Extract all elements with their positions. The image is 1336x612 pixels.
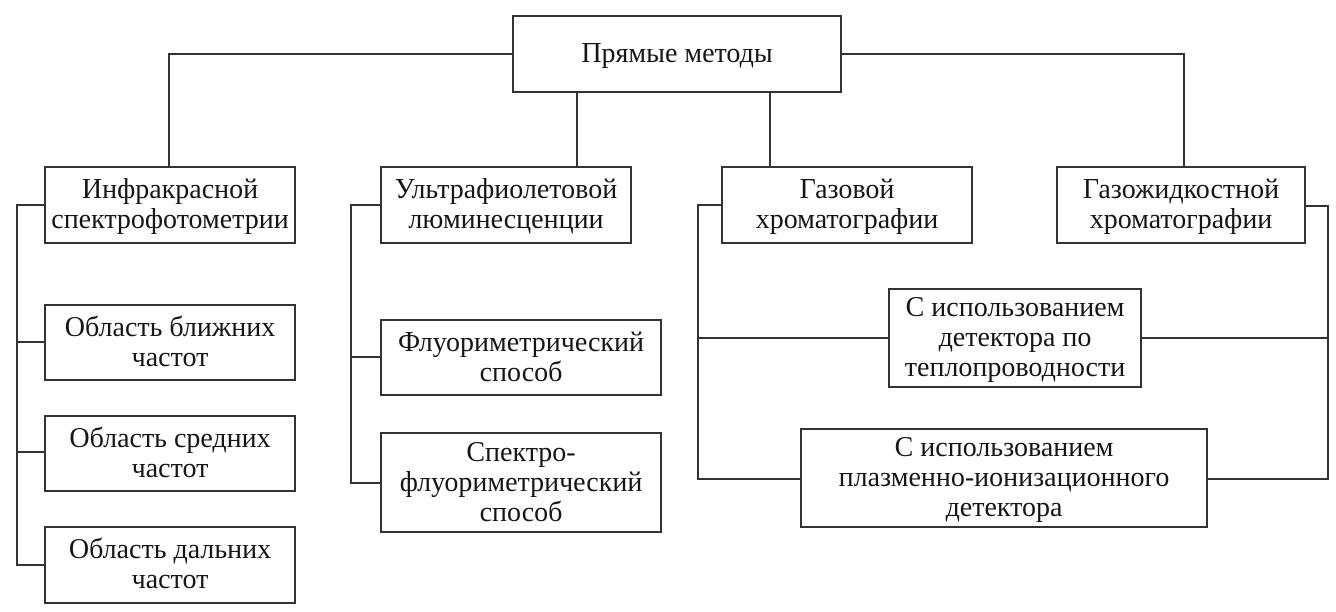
connector-root-to-gasliquid-v — [1183, 53, 1185, 168]
connector-infrared-child2-stub — [16, 451, 44, 453]
connector-root-to-ultraviolet-v — [576, 92, 578, 168]
node-mid-frequency-range: Область средних частот — [44, 415, 296, 492]
connector-root-to-gas-v — [769, 92, 771, 168]
connector-infrared-spine — [16, 204, 18, 566]
connector-gasliquid-to-thermal-h — [1142, 337, 1329, 339]
connector-gasliquid-to-plasma-h — [1208, 478, 1329, 480]
connector-gas-spine — [697, 204, 699, 480]
connector-ultraviolet-spine — [350, 204, 352, 484]
node-near-frequency-range: Область ближних частот — [44, 304, 296, 381]
connector-gasliquid-spine-stub — [1306, 205, 1329, 207]
node-plasma-ionization-detector: С использованием плазменно-ионизационног… — [800, 428, 1208, 528]
node-far-frequency-range: Область дальних частот — [44, 526, 296, 604]
connector-gasliquid-spine — [1327, 205, 1329, 480]
connector-infrared-spine-stub — [16, 204, 44, 206]
node-ultraviolet-luminescence: Ультрафиолетовой люминесценции — [380, 166, 632, 244]
node-spectrofluorimetric-method: Спектро- флуориметрический способ — [380, 432, 662, 533]
connector-gas-to-thermal-h — [697, 337, 888, 339]
node-gas-liquid-chromatography: Газожидкостной хроматографии — [1056, 166, 1306, 244]
node-gas-chromatography: Газовой хроматографии — [721, 166, 973, 244]
connector-root-to-gasliquid-h — [840, 53, 1185, 55]
node-direct-methods: Прямые методы — [512, 15, 842, 93]
node-thermal-conductivity-detector: С использованием детектора по теплопрово… — [888, 288, 1142, 388]
node-fluorimetric-method: Флуориметрический способ — [380, 319, 662, 396]
connector-ultraviolet-child2-stub — [350, 482, 380, 484]
connector-gas-spine-stub — [697, 204, 721, 206]
connector-ultraviolet-spine-stub — [350, 204, 380, 206]
connector-ultraviolet-child1-stub — [350, 356, 380, 358]
connector-root-to-infrared-h — [168, 53, 514, 55]
node-infrared-spectrophotometry: Инфракрасной спектрофотометрии — [44, 166, 296, 244]
connector-gas-to-plasma-h — [697, 478, 800, 480]
connector-infrared-child1-stub — [16, 341, 44, 343]
connector-root-to-infrared-v — [168, 53, 170, 168]
connector-infrared-child3-stub — [16, 564, 44, 566]
